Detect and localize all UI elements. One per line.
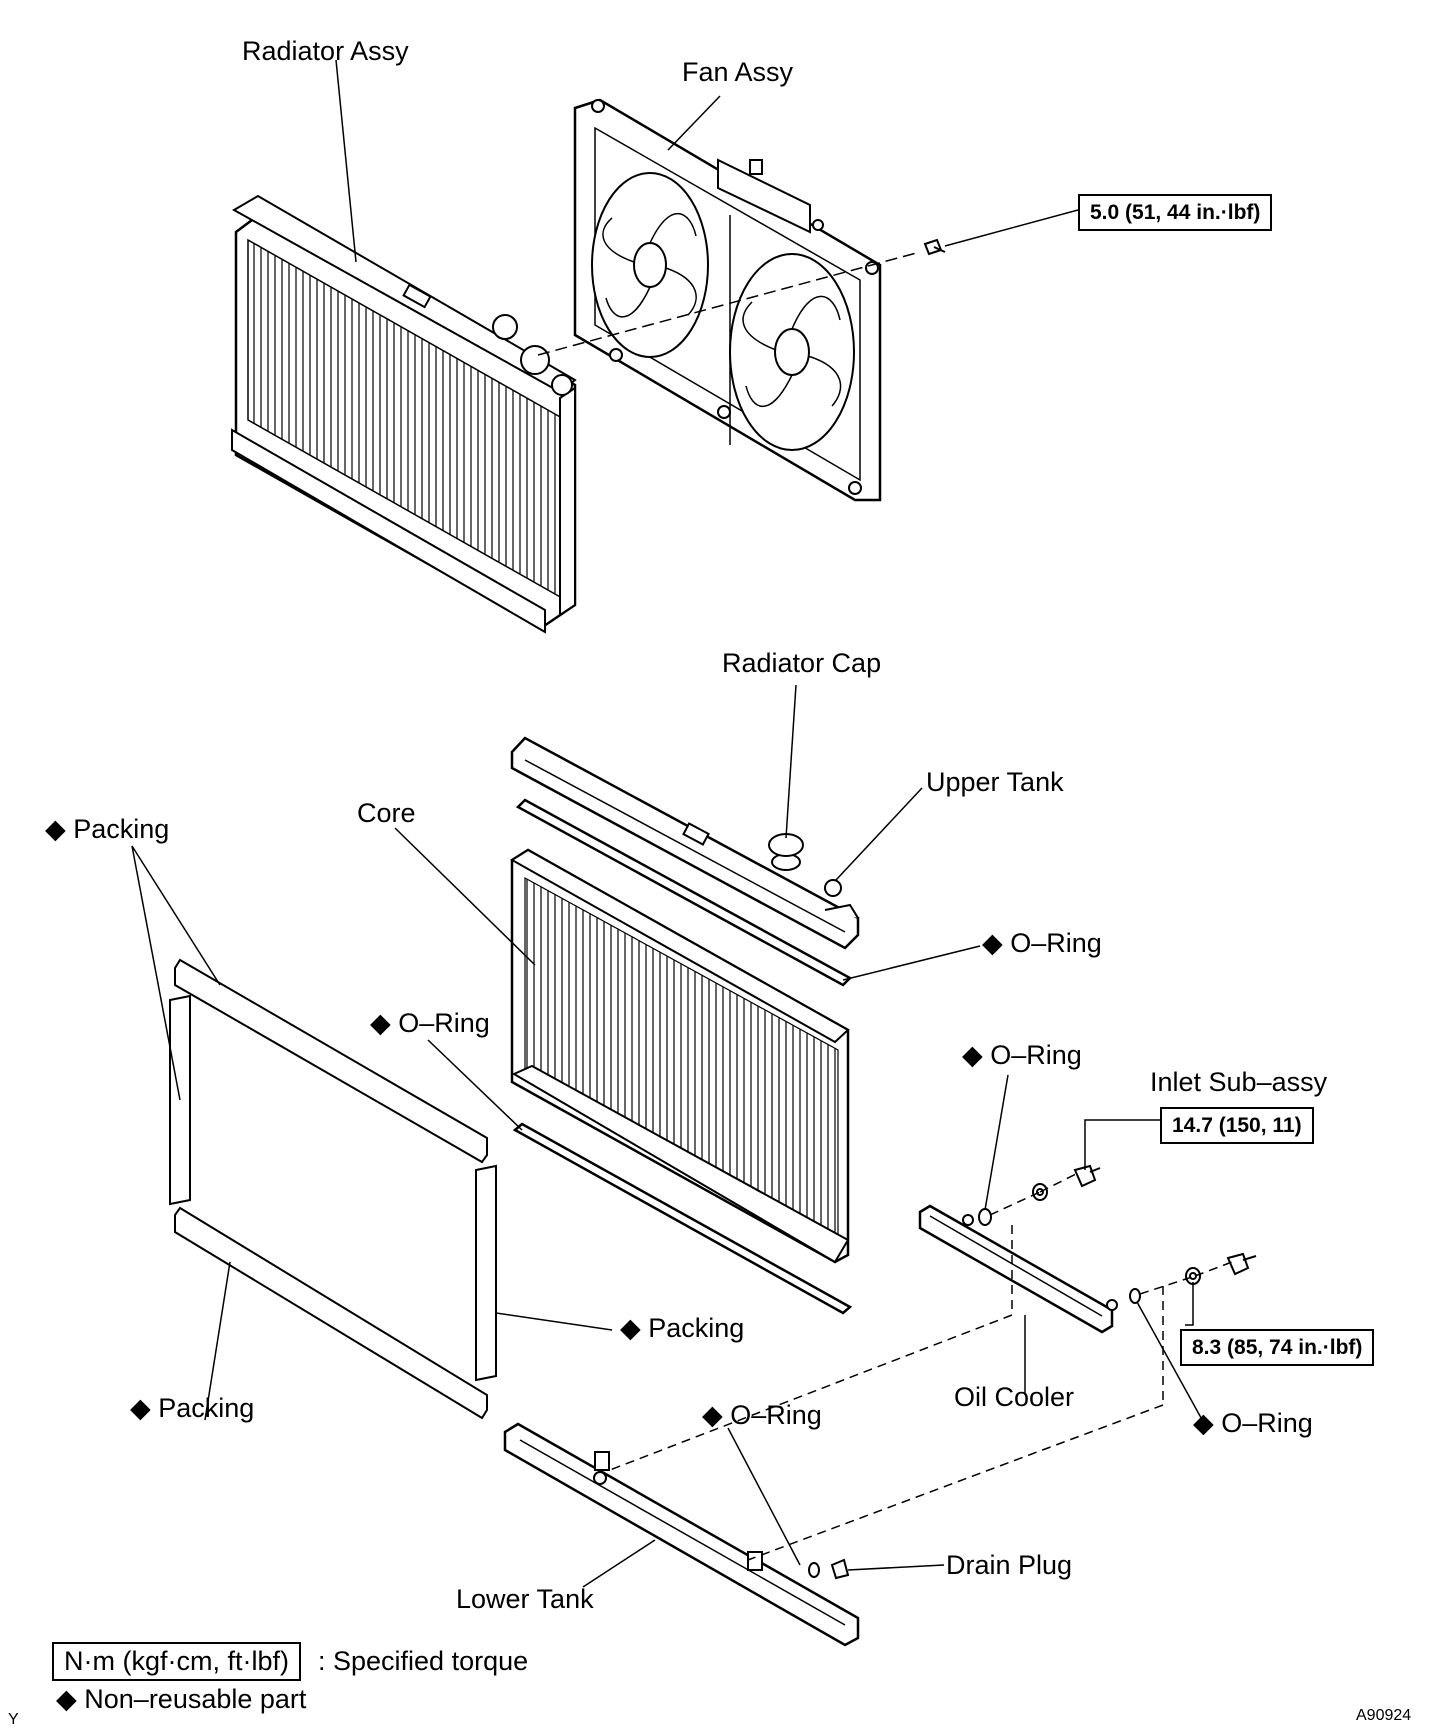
label-core: Core [357, 798, 416, 828]
lower-tank-drawing [503, 1422, 860, 1647]
label-oil-cooler: Oil Cooler [954, 1382, 1075, 1412]
torque-oil-cooler-bolt: 8.3 (85, 74 in.·lbf) [1180, 1329, 1375, 1366]
label-drain-plug: Drain Plug [946, 1550, 1073, 1580]
dashed-alignment-lines [609, 1171, 1233, 1561]
label-oring-lower-tank: ◆ O–Ring [702, 1400, 822, 1430]
label-packing-right: ◆ Packing [620, 1313, 745, 1343]
label-inlet-sub-assy: Inlet Sub–assy [1150, 1067, 1328, 1097]
label-fan-assy: Fan Assy [682, 57, 794, 87]
label-radiator-assy: Radiator Assy [242, 36, 409, 66]
leader-lines [131, 59, 1206, 1588]
torque-inlet-bolt: 14.7 (150, 11) [1160, 1107, 1314, 1144]
label-packing-top-left: ◆ Packing [45, 814, 170, 844]
oring-core-lower-drawing [512, 1122, 853, 1315]
label-radiator-cap: Radiator Cap [722, 648, 882, 678]
label-oring-core-lower: ◆ O–Ring [370, 1008, 490, 1038]
legend-nonreusable: ◆ Non–reusable part [56, 1684, 307, 1714]
fan-assy-drawing [573, 98, 882, 502]
corner-code-left: Y [8, 1711, 19, 1728]
fan-bolt-drawing [923, 238, 946, 256]
oil-cooler-fittings [978, 1164, 1257, 1304]
legend-torque-text: : Specified torque [318, 1646, 529, 1676]
corner-code-right: A90924 [1356, 1707, 1412, 1724]
label-oring-right: ◆ O–Ring [1193, 1408, 1313, 1438]
oil-cooler-drawing [918, 1204, 1118, 1334]
fan-mount-dashline [537, 251, 921, 356]
label-lower-tank: Lower Tank [456, 1584, 594, 1614]
label-oring-oil-cooler: ◆ O–Ring [962, 1040, 1082, 1070]
label-packing-bottom-left: ◆ Packing [130, 1393, 255, 1423]
core-drawing [510, 848, 850, 1264]
label-upper-tank: Upper Tank [926, 767, 1064, 797]
label-oring-upper: ◆ O–Ring [982, 928, 1102, 958]
torque-fan-bolt: 5.0 (51, 44 in.·lbf) [1078, 194, 1273, 231]
radiator-assy-drawing [231, 194, 577, 634]
legend-torque-box: N·m (kgf·cm, ft·lbf) [52, 1642, 301, 1681]
